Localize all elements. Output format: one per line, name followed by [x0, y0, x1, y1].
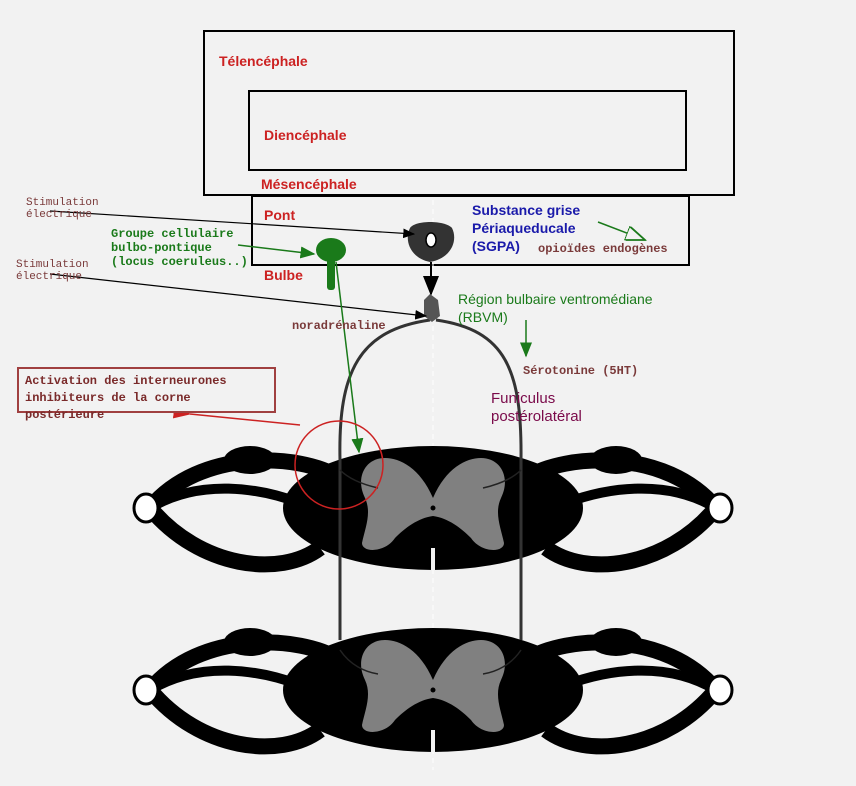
label-sgpa: Substance grise Périaqueducale (SGPA): [472, 201, 580, 255]
dorsal-horn-highlight-circle: [294, 420, 384, 510]
groupe-line3: (locus coeruleus..): [111, 255, 248, 269]
spinal-cord-section-lower: [134, 628, 732, 752]
sgpa-line1: Substance grise: [472, 202, 581, 218]
label-rbvm: Région bulbaire ventromédiane (RBVM): [458, 290, 653, 326]
rbvm-nucleus: [424, 294, 440, 322]
label-mesencephale: Mésencéphale: [261, 176, 357, 192]
right-descending-tract: [435, 318, 523, 640]
label-serotonine: Sérotonine (5HT): [523, 364, 639, 378]
sgpa-nucleus: [407, 222, 455, 262]
noradrenaline-arrow: [335, 261, 364, 454]
pont-bulbe-box: [251, 195, 690, 266]
diencephale-box: [248, 90, 687, 171]
stim2-line1: Stimulation: [16, 259, 89, 271]
funiculus-line1: Funiculus: [491, 390, 556, 407]
label-stimulation-2: Stimulation électrique: [16, 259, 89, 283]
label-diencephale: Diencéphale: [264, 127, 347, 143]
label-groupe-cellulaire: Groupe cellulaire bulbo-pontique (locus …: [111, 227, 248, 269]
stim1-line2: électrique: [26, 209, 93, 221]
label-stimulation-1: Stimulation électrique: [26, 197, 99, 221]
groupe-line1: Groupe cellulaire: [111, 227, 234, 241]
left-descending-tract: [338, 318, 431, 640]
label-opioides: opioïdes endogènes: [538, 242, 668, 256]
locus-coeruleus-nucleus: [316, 238, 346, 290]
rbvm-line1: Région bulbaire ventromédiane: [458, 291, 653, 307]
groupe-line2: bulbo-pontique: [111, 241, 212, 255]
activation-arrow: [172, 406, 301, 426]
activation-line1: Activation des interneurones: [25, 374, 227, 388]
funiculus-line2: postérolatéral: [491, 408, 582, 425]
stimulation-arrow-sgpa: [49, 210, 416, 239]
label-funiculus: Funiculus postérolatéral: [491, 390, 582, 426]
stimulation-arrow-rbvm: [49, 273, 428, 320]
rbvm-line2: (RBVM): [458, 309, 508, 325]
stim1-line1: Stimulation: [26, 197, 99, 209]
groupe-arrow: [237, 244, 316, 259]
spinal-cord-section-upper: [134, 446, 732, 570]
stim2-line2: électrique: [16, 271, 83, 283]
activation-line2: inhibiteurs de la corne postérieure: [25, 391, 191, 422]
label-pont: Pont: [264, 207, 296, 223]
sgpa-line2: Périaqueducale: [472, 220, 576, 236]
activation-box: Activation des interneurones inhibiteurs…: [17, 367, 276, 422]
label-noradrenaline: noradrénaline: [292, 319, 386, 333]
label-bulbe: Bulbe: [264, 267, 303, 283]
label-telencephale: Télencéphale: [219, 53, 308, 69]
sgpa-line3: (SGPA): [472, 238, 520, 254]
opioides-arrow: [597, 221, 645, 240]
